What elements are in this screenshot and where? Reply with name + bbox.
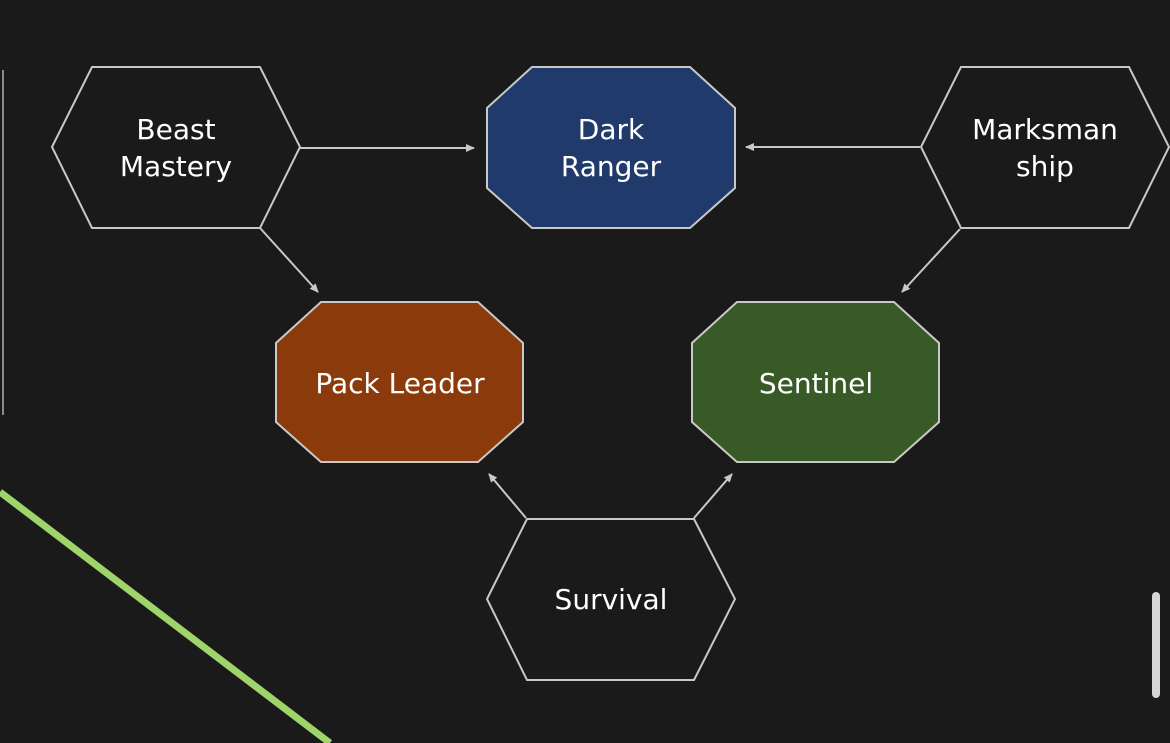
node-label-line-1: Beast (136, 113, 215, 146)
node-sentinel: Sentinel (691, 301, 940, 463)
edge-beast-mastery-to-pack-leader (259, 227, 319, 293)
node-label-line-2: ship (1016, 150, 1074, 183)
node-pack-leader: Pack Leader (275, 301, 524, 463)
node-label: Sentinel (759, 367, 873, 400)
node-label-line-2: Ranger (561, 150, 662, 183)
accent-diagonal-line (0, 489, 333, 743)
node-label-line-1: Marksman (972, 113, 1118, 146)
node-label: Survival (555, 583, 668, 616)
octagon-shape (275, 301, 524, 463)
edge-survival-to-pack-leader (488, 473, 527, 519)
node-label: Pack Leader (315, 367, 485, 400)
node-beast-mastery: Beast Mastery (50, 66, 302, 229)
node-marksmanship: Marksman ship (919, 66, 1170, 229)
hexagon-shape (485, 518, 737, 681)
node-label-line-2: Mastery (120, 150, 232, 183)
edges (259, 143, 961, 519)
octagon-shape (486, 66, 736, 229)
edge-survival-to-sentinel (693, 473, 733, 519)
node-dark-ranger: Dark Ranger (486, 66, 736, 229)
node-label-line-1: Dark (578, 113, 645, 146)
octagon-shape (691, 301, 940, 463)
node-survival: Survival (485, 518, 737, 681)
hexagon-shape (919, 66, 1170, 229)
hexagon-shape (50, 66, 302, 229)
scrollbar-thumb[interactable] (1152, 592, 1160, 698)
edge-marksmanship-to-sentinel (901, 228, 961, 293)
